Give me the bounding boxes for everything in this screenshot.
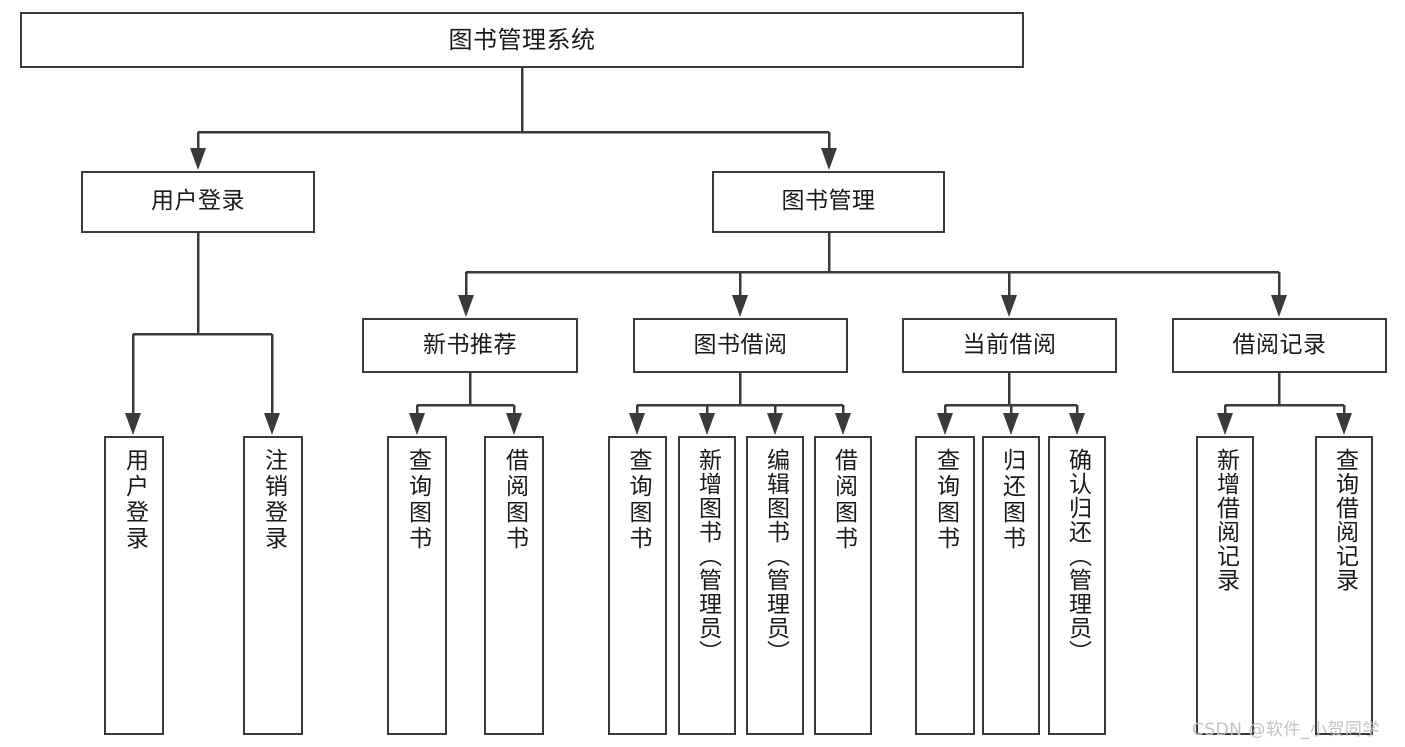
c-bb-a4-head: [835, 413, 851, 435]
node-label-leaf-user-login: 用户登录: [121, 448, 148, 552]
node-label-leaf-return-book: 归还图书: [998, 448, 1025, 552]
node-root[interactable]: 图书管理系统: [20, 12, 1024, 68]
node-current-borrow[interactable]: 当前借阅: [902, 318, 1117, 373]
node-label-leaf-borrow-book-1: 借阅图书: [501, 448, 528, 552]
c-br-a1-head: [1217, 413, 1233, 435]
c-nbr-a2-head: [506, 413, 522, 435]
node-leaf-return-book[interactable]: 归还图书: [982, 436, 1040, 735]
node-label-leaf-borrow-book-2: 借阅图书: [830, 448, 857, 552]
node-leaf-user-logout[interactable]: 注销登录: [243, 436, 303, 735]
c-login-a2-head: [264, 413, 280, 435]
node-book-borrow[interactable]: 图书借阅: [633, 318, 848, 373]
node-label-root: 图书管理系统: [448, 25, 596, 54]
node-leaf-query-book-3[interactable]: 查询图书: [915, 436, 975, 735]
c-root-to-bm-head: [821, 148, 837, 170]
c-cb-a1-head: [937, 413, 953, 435]
node-label-leaf-confirm-return: 确认归还（管理员）: [1064, 448, 1091, 664]
c-bm-a4-head: [1271, 295, 1287, 317]
node-leaf-query-book-2[interactable]: 查询图书: [608, 436, 667, 735]
node-new-book-recommend[interactable]: 新书推荐: [362, 318, 578, 373]
node-label-leaf-user-logout: 注销登录: [260, 448, 287, 552]
node-leaf-edit-book[interactable]: 编辑图书（管理员）: [746, 436, 804, 735]
c-root-to-login-head: [190, 148, 206, 170]
node-leaf-borrow-book-2[interactable]: 借阅图书: [814, 436, 872, 735]
node-label-borrow-record: 借阅记录: [1232, 331, 1327, 358]
node-leaf-add-book[interactable]: 新增图书（管理员）: [678, 436, 736, 735]
c-login-a1-head: [125, 413, 141, 435]
c-nbr-a1-head: [409, 413, 425, 435]
node-label-current-borrow: 当前借阅: [962, 331, 1057, 358]
node-label-book-borrow: 图书借阅: [693, 331, 788, 358]
c-bb-a2-head: [699, 413, 715, 435]
node-label-book-management: 图书管理: [781, 188, 876, 215]
node-label-new-book-recommend: 新书推荐: [423, 331, 517, 358]
node-label-leaf-query-book-2: 查询图书: [625, 448, 651, 552]
c-br-a2-head: [1336, 413, 1352, 435]
node-leaf-borrow-book-1[interactable]: 借阅图书: [484, 436, 544, 735]
node-book-management[interactable]: 图书管理: [712, 171, 945, 233]
node-leaf-confirm-return[interactable]: 确认归还（管理员）: [1048, 436, 1106, 735]
c-bm-a3-head: [1001, 295, 1017, 317]
node-label-leaf-edit-book: 编辑图书（管理员）: [762, 448, 789, 664]
c-bb-a3-head: [767, 413, 783, 435]
node-label-user-login: 用户登录: [151, 188, 245, 215]
c-bm-a1-head: [458, 295, 474, 317]
node-label-leaf-add-record: 新增借阅记录: [1212, 448, 1239, 592]
c-bm-a2-head: [732, 295, 748, 317]
connector-group: [125, 68, 1352, 435]
node-label-leaf-query-record: 查询借阅记录: [1331, 448, 1358, 592]
c-bb-a1-head: [629, 413, 645, 435]
c-cb-a3-head: [1069, 413, 1085, 435]
node-label-leaf-query-book-1: 查询图书: [404, 448, 431, 552]
node-leaf-query-book-1[interactable]: 查询图书: [387, 436, 447, 735]
node-borrow-record[interactable]: 借阅记录: [1172, 318, 1387, 373]
node-leaf-user-login[interactable]: 用户登录: [104, 436, 164, 735]
node-leaf-add-record[interactable]: 新增借阅记录: [1196, 436, 1254, 735]
node-user-login[interactable]: 用户登录: [81, 171, 315, 233]
node-label-leaf-query-book-3: 查询图书: [932, 448, 959, 552]
node-label-leaf-add-book: 新增图书（管理员）: [694, 448, 721, 664]
node-leaf-query-record[interactable]: 查询借阅记录: [1315, 436, 1373, 735]
csdn-watermark: CSDN @软件_小贺同学: [1192, 720, 1380, 740]
c-cb-a2-head: [1003, 413, 1019, 435]
